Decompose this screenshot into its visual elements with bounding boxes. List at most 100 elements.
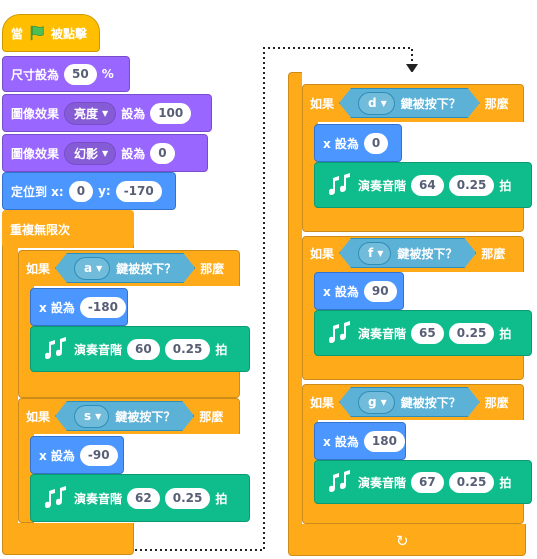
- loop-arrow-icon: ↻: [396, 532, 409, 550]
- set-x-label: x 設為: [323, 136, 359, 151]
- set-x-block[interactable]: x 設為 -90: [30, 436, 124, 474]
- when-flag-clicked-block[interactable]: 當 被點擊: [2, 14, 100, 52]
- beats-input[interactable]: 0.25: [448, 471, 495, 493]
- note-input[interactable]: 64: [411, 174, 444, 196]
- effect-dropdown[interactable]: 亮度▼: [64, 101, 117, 125]
- when-label: 當: [11, 26, 24, 41]
- key-dropdown[interactable]: s▼: [74, 405, 109, 428]
- key-pressed-condition[interactable]: f▼ 鍵被按下？: [339, 238, 476, 268]
- beats-unit-label: 拍: [215, 491, 228, 506]
- beats-input[interactable]: 0.25: [448, 174, 495, 196]
- set-to-label: 設為: [121, 146, 146, 161]
- key-pressed-condition[interactable]: s▼ 鍵被按下？: [55, 401, 194, 431]
- forever-header: 重複無限次: [2, 210, 134, 248]
- note-input[interactable]: 62: [127, 487, 160, 509]
- green-flag-icon: [30, 25, 44, 41]
- beats-unit-label: 拍: [499, 326, 512, 341]
- goto-y-label: y:: [98, 184, 111, 198]
- beats-input[interactable]: 0.25: [164, 338, 211, 360]
- effect-option: 幻影: [74, 146, 99, 161]
- key-dropdown[interactable]: a▼: [74, 257, 110, 280]
- set-x-label: x 設為: [323, 434, 359, 449]
- chevron-down-icon: ▼: [377, 248, 384, 258]
- set-size-block[interactable]: 尺寸設為 50 %: [2, 56, 130, 92]
- effect-value-input[interactable]: 100: [150, 102, 192, 124]
- then-label: 那麼: [484, 395, 509, 410]
- set-x-input[interactable]: -180: [79, 296, 126, 318]
- if-f-header: 如果 f▼ 鍵被按下？ 那麼: [302, 237, 524, 269]
- set-x-input[interactable]: 0: [363, 132, 389, 154]
- music-notes-icon: [329, 321, 350, 343]
- set-x-label: x 設為: [39, 300, 75, 315]
- key-dropdown[interactable]: d▼: [358, 92, 395, 115]
- then-label: 那麼: [484, 96, 509, 111]
- effect-option: 亮度: [74, 106, 99, 121]
- set-effect-brightness-block[interactable]: 圖像效果 亮度▼ 設為 100: [2, 94, 212, 132]
- music-notes-icon: [45, 337, 66, 359]
- play-note-block[interactable]: 演奏音階 67 0.25 拍: [314, 460, 532, 504]
- key-option: s: [84, 409, 92, 423]
- then-label: 那麼: [199, 409, 224, 424]
- y-input[interactable]: -170: [115, 180, 162, 202]
- beats-unit-label: 拍: [215, 342, 228, 357]
- if-label: 如果: [310, 395, 335, 410]
- clicked-label: 被點擊: [51, 26, 88, 41]
- chevron-down-icon: ▼: [102, 148, 109, 158]
- key-pressed-label: 鍵被按下？: [400, 96, 461, 111]
- key-dropdown[interactable]: g▼: [358, 391, 395, 414]
- play-note-label: 演奏音階: [358, 475, 407, 490]
- key-option: f: [368, 246, 374, 260]
- play-note-block[interactable]: 演奏音階 62 0.25 拍: [30, 474, 250, 522]
- chevron-down-icon: ▼: [380, 98, 387, 108]
- play-note-block[interactable]: 演奏音階 65 0.25 拍: [314, 310, 532, 356]
- x-input[interactable]: 0: [68, 180, 94, 202]
- if-d-header: 如果 d▼ 鍵被按下？ 那麼: [302, 87, 524, 119]
- key-pressed-condition[interactable]: d▼ 鍵被按下？: [339, 88, 480, 118]
- beats-unit-label: 拍: [499, 475, 512, 490]
- set-size-label: 尺寸設為: [11, 67, 60, 82]
- play-note-label: 演奏音階: [74, 342, 123, 357]
- go-to-xy-block[interactable]: 定位到 x: 0 y: -170: [2, 172, 176, 210]
- key-option: a: [84, 261, 93, 275]
- music-notes-icon: [329, 173, 350, 195]
- beats-input[interactable]: 0.25: [448, 322, 495, 344]
- play-note-block[interactable]: 演奏音階 60 0.25 拍: [30, 326, 250, 372]
- note-input[interactable]: 65: [411, 322, 444, 344]
- set-x-input[interactable]: 90: [363, 280, 397, 302]
- music-notes-icon: [329, 470, 350, 492]
- set-effect-ghost-block[interactable]: 圖像效果 幻影▼ 設為 0: [2, 134, 208, 172]
- if-g-header: 如果 g▼ 鍵被按下？ 那麼: [302, 386, 524, 418]
- set-x-block[interactable]: x 設為 -180: [30, 288, 128, 326]
- key-pressed-label: 鍵被按下？: [397, 246, 458, 261]
- set-to-label: 設為: [121, 106, 146, 121]
- key-pressed-condition[interactable]: g▼ 鍵被按下？: [339, 387, 480, 417]
- set-x-block[interactable]: x 設為 90: [314, 272, 404, 310]
- if-label: 如果: [310, 96, 335, 111]
- then-label: 那麼: [200, 261, 225, 276]
- size-value-input[interactable]: 50: [64, 63, 97, 85]
- set-x-block[interactable]: x 設為 0: [314, 124, 402, 162]
- key-dropdown[interactable]: f▼: [358, 242, 391, 265]
- chevron-down-icon: ▼: [380, 397, 387, 407]
- if-label: 如果: [26, 261, 51, 276]
- effect-value-input[interactable]: 0: [150, 142, 175, 164]
- goto-x-label: 定位到 x:: [11, 184, 64, 199]
- key-option: d: [368, 96, 377, 110]
- note-input[interactable]: 60: [127, 338, 160, 360]
- chevron-down-icon: ▼: [95, 411, 102, 421]
- beats-unit-label: 拍: [499, 178, 512, 193]
- if-label: 如果: [26, 409, 51, 424]
- effect-label: 圖像效果: [11, 146, 60, 161]
- effect-dropdown[interactable]: 幻影▼: [64, 141, 117, 165]
- set-x-input[interactable]: 180: [363, 430, 405, 452]
- note-input[interactable]: 67: [411, 471, 444, 493]
- play-note-label: 演奏音階: [74, 491, 123, 506]
- set-x-input[interactable]: -90: [79, 444, 118, 466]
- set-x-label: x 設為: [323, 284, 359, 299]
- play-note-block[interactable]: 演奏音階 64 0.25 拍: [314, 162, 532, 208]
- chevron-down-icon: ▼: [102, 108, 109, 118]
- play-note-label: 演奏音階: [358, 326, 407, 341]
- key-pressed-condition[interactable]: a▼ 鍵被按下？: [55, 253, 195, 283]
- beats-input[interactable]: 0.25: [164, 487, 211, 509]
- set-x-block[interactable]: x 設為 180: [314, 422, 406, 460]
